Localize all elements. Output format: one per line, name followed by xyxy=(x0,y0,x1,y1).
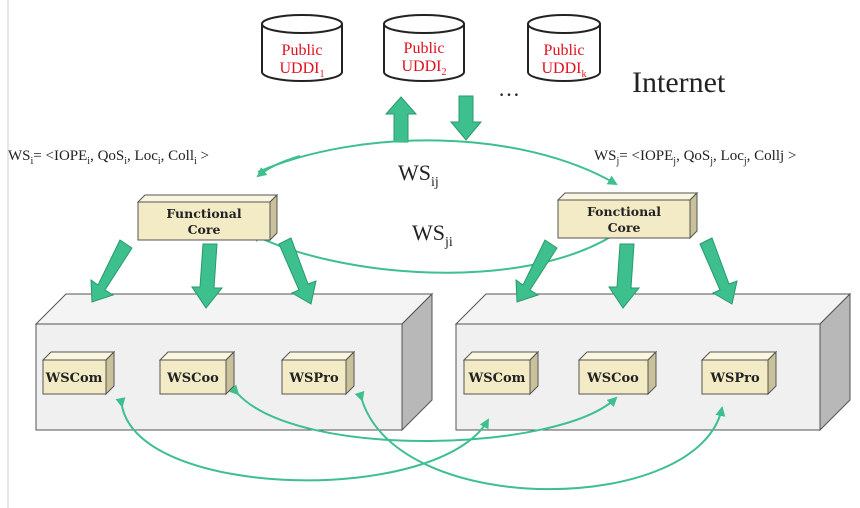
curve-wspro-left-to-wspro-right xyxy=(354,390,726,491)
module-label: WSCoo xyxy=(166,371,219,386)
curve-wscoo-left-to-wscoo-right xyxy=(228,384,618,442)
database-uddi-2: Public UDDI2 xyxy=(383,14,465,82)
ws-j-definition: WSj= <IOPEj, QoSj, Locj, Collj > xyxy=(594,148,796,167)
curve-wscom-left-to-wscom-right xyxy=(115,397,489,482)
core-to-modules-arrows-right xyxy=(515,237,738,309)
module-wscoo-right: WSCoo xyxy=(577,350,658,396)
module-label: WSCom xyxy=(45,371,103,386)
up-block-arrow xyxy=(384,96,418,143)
database-label-line1: Public xyxy=(544,42,585,59)
database-label-line1: Public xyxy=(282,42,323,59)
ws-ij-label: WSij xyxy=(398,160,439,190)
module-wscom-left: WSCom xyxy=(41,350,116,396)
functional-core-right: Fonctional Core xyxy=(556,191,699,240)
module-label: WSPro xyxy=(709,371,760,386)
down-block-arrow xyxy=(449,95,483,141)
module-label: WSCom xyxy=(468,371,526,386)
functional-core-left: Functional Core xyxy=(136,193,279,242)
database-label-line2: UDDI1 xyxy=(280,60,325,80)
module-wscoo-left: WSCoo xyxy=(158,350,236,396)
module-label: WSCoo xyxy=(586,371,639,386)
database-label-line2: UDDIk xyxy=(542,60,587,80)
core-label-line1: Fonctional xyxy=(587,204,661,219)
module-wscom-right: WSCom xyxy=(462,350,540,396)
curve-arrow-ws-ij-tail xyxy=(256,155,301,178)
database-label-line2: UDDI2 xyxy=(402,58,447,78)
core-label-line1: Functional xyxy=(166,206,241,221)
ws-i-definition: WSi= <IOPEi, QoSi, Loci, Colli > xyxy=(8,148,209,167)
module-wspro-left: WSPro xyxy=(280,350,356,396)
curve-arrow-ws-ij xyxy=(257,139,618,186)
core-label-line2: Core xyxy=(608,220,641,235)
database-label-line1: Public xyxy=(404,40,445,57)
internet-label: Internet xyxy=(632,66,726,99)
database-uddi-1: Public UDDI1 xyxy=(261,14,343,82)
core-label-line2: Core xyxy=(188,222,221,237)
module-wspro-right: WSPro xyxy=(700,350,778,396)
core-to-modules-arrows-left xyxy=(90,237,317,309)
database-uddi-k: Public UDDIk xyxy=(527,14,601,82)
module-label: WSPro xyxy=(288,371,339,386)
ws-ji-label: WSji xyxy=(412,220,453,250)
ellipsis-text: … xyxy=(498,76,520,101)
